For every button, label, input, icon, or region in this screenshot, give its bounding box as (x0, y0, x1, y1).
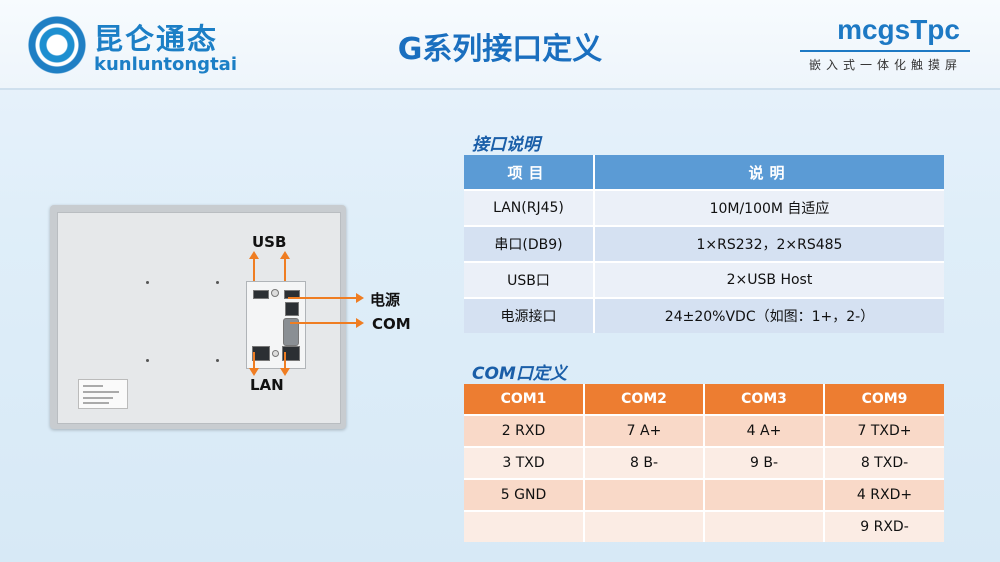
table-cell: 4 A+ (704, 414, 825, 447)
com-section-title: COM口定义 (472, 364, 567, 384)
product-logo-text: mcgsTpc (837, 14, 960, 45)
column-header: COM1 (464, 384, 585, 415)
table-cell: 8 TXD- (824, 446, 944, 479)
lan-arrow-right (284, 352, 286, 370)
sticker-text-line (83, 402, 109, 404)
com-label: COM (372, 315, 411, 333)
table-header-row: COM1 COM2 COM3 COM9 (464, 384, 944, 415)
screw-icon (146, 281, 149, 284)
table-cell: LAN(RJ45) (464, 189, 595, 226)
table-row: 9 RXD- (464, 510, 944, 542)
sticker-text-line (83, 397, 113, 399)
lan-label: LAN (250, 376, 284, 394)
lan-port-icon (252, 346, 270, 361)
port-panel (246, 281, 306, 369)
arrow-up-icon (249, 251, 259, 259)
table-cell: 串口(DB9) (464, 225, 595, 262)
table-cell: USB口 (464, 261, 595, 298)
column-header: COM3 (704, 384, 825, 415)
product-logo: mcgsTpc 嵌入式一体化触摸屏 (800, 12, 970, 74)
table-row: 5 GND 4 RXD+ (464, 478, 944, 511)
table-row: 3 TXD 8 B- 9 B- 8 TXD- (464, 446, 944, 479)
table-header-row: 项目 说明 (464, 155, 944, 190)
device-back-surface (57, 212, 341, 424)
table-cell (464, 510, 585, 542)
product-logo-divider (800, 50, 970, 52)
arrow-down-icon (249, 368, 259, 376)
interface-table: 项目 说明 LAN(RJ45) 10M/100M 自适应 串口(DB9) 1×R… (464, 155, 944, 333)
screw-icon (146, 359, 149, 362)
table-cell: 4 RXD+ (824, 478, 944, 511)
header-bar: 昆仑通态 kunluntongtai G系列接口定义 mcgsTpc 嵌入式一体… (0, 0, 1000, 90)
table-cell: 7 TXD+ (824, 414, 944, 447)
db9-port-icon (283, 318, 299, 346)
table-cell: 7 A+ (584, 414, 705, 447)
column-header: 项目 (464, 155, 595, 190)
brand-name-en: kunluntongtai (94, 54, 237, 75)
interface-section-title: 接口说明 (472, 135, 540, 155)
table-cell: 电源接口 (464, 297, 595, 333)
table-cell (584, 510, 705, 542)
com-arrow (290, 322, 358, 324)
usb-arrow-left (253, 259, 255, 281)
table-cell (584, 478, 705, 511)
column-header: 说明 (594, 155, 944, 190)
indicator-icon (272, 350, 279, 357)
column-header: COM9 (824, 384, 944, 415)
arrow-up-icon (280, 251, 290, 259)
device-back-panel (50, 205, 346, 429)
table-cell: 5 GND (464, 478, 585, 511)
lan-port-icon (282, 346, 300, 361)
table-row: 串口(DB9) 1×RS232，2×RS485 (464, 225, 944, 262)
power-arrow (288, 297, 358, 299)
table-cell: 24±20%VDC（如图：1+，2-） (594, 297, 944, 333)
product-subtitle: 嵌入式一体化触摸屏 (808, 58, 962, 72)
table-cell: 9 B- (704, 446, 825, 479)
sticker-text-line (83, 391, 119, 393)
table-cell: 2 RXD (464, 414, 585, 447)
power-label: 电源 (370, 291, 401, 309)
product-sticker (78, 379, 128, 409)
brand-name-cn: 昆仑通态 (94, 22, 219, 56)
arrow-down-icon (280, 368, 290, 376)
screw-icon (216, 359, 219, 362)
arrow-right-icon (356, 318, 364, 328)
table-cell (704, 510, 825, 542)
page-title: G系列接口定义 (397, 32, 603, 67)
table-cell: 3 TXD (464, 446, 585, 479)
table-row: 2 RXD 7 A+ 4 A+ 7 TXD+ (464, 414, 944, 447)
usb-arrow-right (284, 259, 286, 281)
table-row: 电源接口 24±20%VDC（如图：1+，2-） (464, 297, 944, 333)
lan-arrow-left (253, 352, 255, 370)
table-cell: 2×USB Host (594, 261, 944, 298)
usb-port-icon (253, 290, 269, 299)
table-row: LAN(RJ45) 10M/100M 自适应 (464, 189, 944, 226)
sticker-text-line (83, 385, 103, 387)
arrow-right-icon (356, 293, 364, 303)
usb-label: USB (252, 233, 287, 251)
power-port-icon (285, 302, 299, 316)
table-cell: 9 RXD- (824, 510, 944, 542)
com-table: COM1 COM2 COM3 COM9 2 RXD 7 A+ 4 A+ 7 TX… (464, 384, 944, 542)
table-row: USB口 2×USB Host (464, 261, 944, 298)
table-cell: 1×RS232，2×RS485 (594, 225, 944, 262)
kunlun-logo-icon (28, 16, 86, 74)
brand-logo: 昆仑通态 kunluntongtai (28, 12, 268, 78)
table-cell: 8 B- (584, 446, 705, 479)
table-cell (704, 478, 825, 511)
column-header: COM2 (584, 384, 705, 415)
indicator-icon (271, 289, 279, 297)
table-cell: 10M/100M 自适应 (594, 189, 944, 226)
screw-icon (216, 281, 219, 284)
